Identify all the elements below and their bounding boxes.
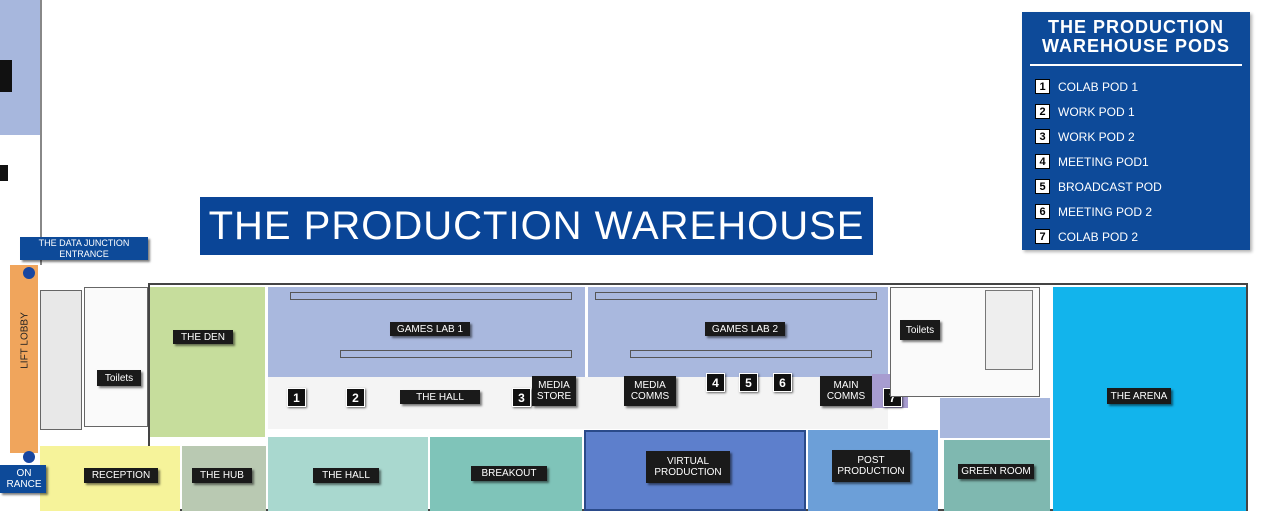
legend-item-label: WORK POD 1 xyxy=(1058,104,1135,119)
desk-row xyxy=(340,350,572,358)
the-hub-label: THE HUB xyxy=(192,468,252,483)
virtual-production-label: VIRTUAL PRODUCTION xyxy=(646,451,730,483)
post-production-label: POST PRODUCTION xyxy=(832,450,910,482)
legend-item-number: 5 xyxy=(1035,179,1050,194)
legend-item-label: BROADCAST POD xyxy=(1058,179,1162,194)
legend-item-number: 2 xyxy=(1035,104,1050,119)
legend-item: 3 WORK POD 2 xyxy=(1035,124,1250,149)
legend-item: 1 COLAB POD 1 xyxy=(1035,74,1250,99)
the-hall-label: THE HALL xyxy=(313,468,379,483)
green-room-label: GREEN ROOM xyxy=(958,464,1034,479)
desk-row xyxy=(595,292,877,300)
breakout-label: BREAKOUT xyxy=(471,466,547,481)
pod-6-marker: 6 xyxy=(773,373,792,392)
legend-item: 6 MEETING POD 2 xyxy=(1035,199,1250,224)
legend-item-label: COLAB POD 1 xyxy=(1058,79,1139,94)
left-wing-dark-block xyxy=(0,60,12,92)
toilets-right-label: Toilets xyxy=(900,320,940,340)
the-den-room xyxy=(150,287,265,437)
page-title: THE PRODUCTION WAREHOUSE xyxy=(200,197,873,255)
legend-divider xyxy=(1030,64,1242,66)
left-wing-dark-block-2 xyxy=(0,165,8,181)
legend-item-number: 4 xyxy=(1035,154,1050,169)
games-lab-2-label: GAMES LAB 2 xyxy=(705,322,785,336)
right-seating-strip xyxy=(940,398,1050,438)
left-wing-wall xyxy=(40,0,42,265)
pod-1-marker: 1 xyxy=(287,388,306,407)
lift-lobby xyxy=(10,265,38,453)
stair-core xyxy=(985,290,1033,370)
toilets-left-label: Toilets xyxy=(97,370,141,386)
lift-shafts xyxy=(40,290,82,430)
desk-row xyxy=(630,350,872,358)
legend-item-label: WORK POD 2 xyxy=(1058,129,1135,144)
legend-title-line2: WAREHOUSE PODS xyxy=(1041,36,1231,56)
games-lab-1-label: GAMES LAB 1 xyxy=(390,322,470,336)
toilets-left-area xyxy=(84,287,148,427)
legend-item: 7 COLAB POD 2 xyxy=(1035,224,1250,249)
main-comms-label: MAIN COMMS xyxy=(820,376,872,406)
data-junction-entrance-label: THE DATA JUNCTION ENTRANCE xyxy=(20,237,148,260)
legend-item-number: 3 xyxy=(1035,129,1050,144)
legend-item: 5 BROADCAST POD xyxy=(1035,174,1250,199)
entrance-partial-label: ON RANCE xyxy=(0,465,46,493)
entrance-marker-top xyxy=(23,267,35,279)
legend-item-number: 7 xyxy=(1035,229,1050,244)
pod-2-marker: 2 xyxy=(346,388,365,407)
media-comms-label: MEDIA COMMS xyxy=(624,376,676,406)
legend-item-label: MEETING POD1 xyxy=(1058,154,1149,169)
legend-item-number: 1 xyxy=(1035,79,1050,94)
legend-item: 2 WORK POD 1 xyxy=(1035,99,1250,124)
legend-item-label: COLAB POD 2 xyxy=(1058,229,1139,244)
legend-item: 4 MEETING POD1 xyxy=(1035,149,1250,174)
pod-4-marker: 4 xyxy=(706,373,725,392)
reception-label: RECEPTION xyxy=(84,468,158,483)
legend-item-number: 6 xyxy=(1035,204,1050,219)
legend-item-label: MEETING POD 2 xyxy=(1058,204,1153,219)
lift-lobby-label: LIFT LOBBY xyxy=(19,312,31,369)
pod-5-marker: 5 xyxy=(739,373,758,392)
entrance-marker-bottom xyxy=(23,451,35,463)
desk-row xyxy=(290,292,572,300)
the-den-label: THE DEN xyxy=(173,330,233,344)
pod-3-marker: 3 xyxy=(512,388,531,407)
hall-corridor-label: THE HALL xyxy=(400,390,480,404)
the-arena-label: THE ARENA xyxy=(1107,388,1171,404)
legend-title-line1: THE PRODUCTION xyxy=(1048,17,1224,37)
media-store-label: MEDIA STORE xyxy=(532,376,576,406)
